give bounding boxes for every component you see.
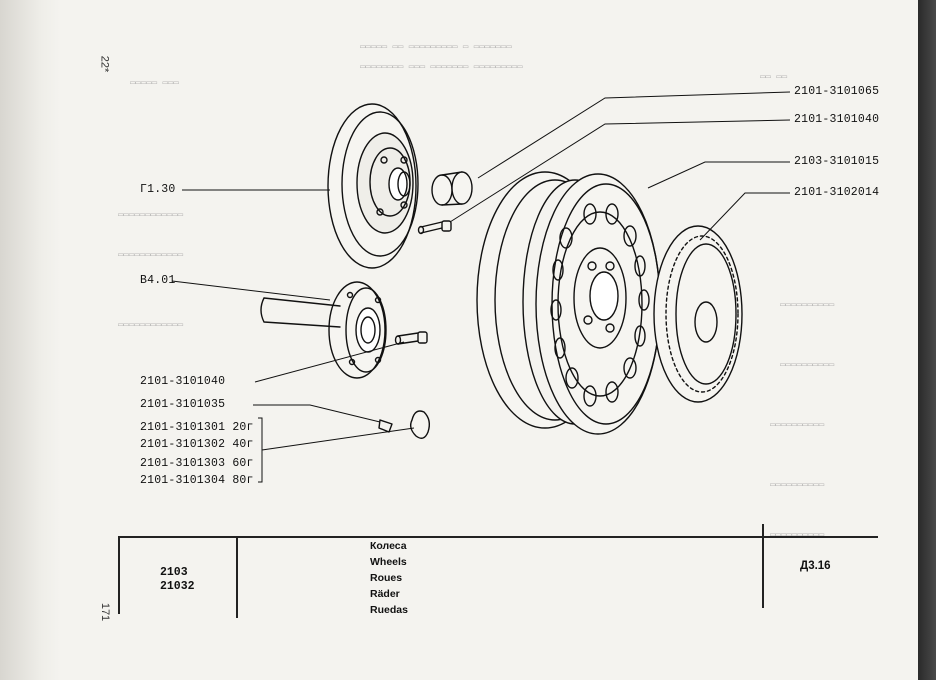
section-code: Д3.16 [800, 560, 831, 572]
hubcap-drawing [653, 225, 743, 403]
bleed-through-text: ▭▭▭▭▭▭▭▭▭▭ [770, 480, 825, 490]
title-block-border [118, 536, 878, 538]
callout-weight: 2101-3101302 40г [140, 438, 254, 451]
model-code: 2103 [160, 566, 188, 579]
title-de: Räder [370, 588, 400, 600]
wheel-bolt-upper-drawing [417, 220, 452, 235]
bleed-through-text: ▭▭▭▭▭▭▭▭▭▭ [770, 420, 825, 430]
title-block-border [762, 524, 764, 608]
wheel-rim-drawing [476, 171, 661, 435]
bleed-through-text: ▭▭▭▭▭▭▭▭▭▭ [780, 300, 835, 310]
bleed-through-text: ▭▭▭▭▭ ▭▭ ▭▭▭▭▭▭▭▭▭ ▭ ▭▭▭▭▭▭▭ [360, 42, 512, 52]
bleed-through-text: ▭▭▭▭▭▭▭▭▭▭ [780, 360, 835, 370]
callout-weight: 2101-3101301 20г [140, 421, 254, 434]
title-fr: Roues [370, 572, 403, 584]
bleed-through-text: ▭▭▭▭▭▭▭▭▭▭▭▭ [118, 250, 184, 260]
callout-weight-spring: 2101-3101035 [140, 398, 226, 411]
callout-hubcap: 2101-3102014 [794, 186, 880, 199]
title-ru: Колеса [370, 540, 407, 552]
callout-wheel: 2103-3101015 [794, 155, 880, 168]
bleed-through-text: ▭▭▭▭▭▭▭▭ ▭▭▭ ▭▭▭▭▭▭▭ ▭▭▭▭▭▭▭▭▭ [360, 62, 523, 72]
callout-hub: B4.01 [140, 274, 176, 287]
title-en: Wheels [370, 556, 407, 568]
bleed-through-text: ▭▭▭▭▭ ▭▭▭ [130, 78, 179, 88]
bleed-through-text: ▭▭▭▭▭▭▭▭▭▭▭▭ [118, 320, 184, 330]
model-code: 21032 [160, 580, 195, 593]
bleed-through-text: ▭▭ ▭▭ [760, 72, 788, 82]
callout-bolt-wheel: 2101-3101040 [794, 113, 880, 126]
bleed-through-text: ▭▭▭▭▭▭▭▭▭▭▭▭ [118, 210, 184, 220]
leader-lines [171, 91, 791, 483]
callout-disc: Г1.30 [140, 183, 176, 196]
title-block-border [236, 536, 238, 618]
hub-bolt-drawing [394, 331, 428, 345]
bleed-through-text: ▭▭▭▭▭▭▭▭▭▭ [770, 530, 825, 540]
callout-bolt-hub: 2101-3101040 [140, 375, 226, 388]
title-block-border [118, 536, 120, 614]
page-edge [918, 0, 936, 680]
brake-disc-drawing [327, 103, 419, 269]
page-binding [0, 0, 60, 680]
balance-weight-drawing [378, 410, 431, 439]
callout-weight: 2101-3101303 60г [140, 457, 254, 470]
callout-cap: 2101-3101065 [794, 85, 880, 98]
grease-cap-drawing [431, 171, 473, 206]
hub-flange-drawing [260, 281, 387, 379]
title-es: Ruedas [370, 604, 408, 616]
callout-weight: 2101-3101304 80г [140, 474, 254, 487]
